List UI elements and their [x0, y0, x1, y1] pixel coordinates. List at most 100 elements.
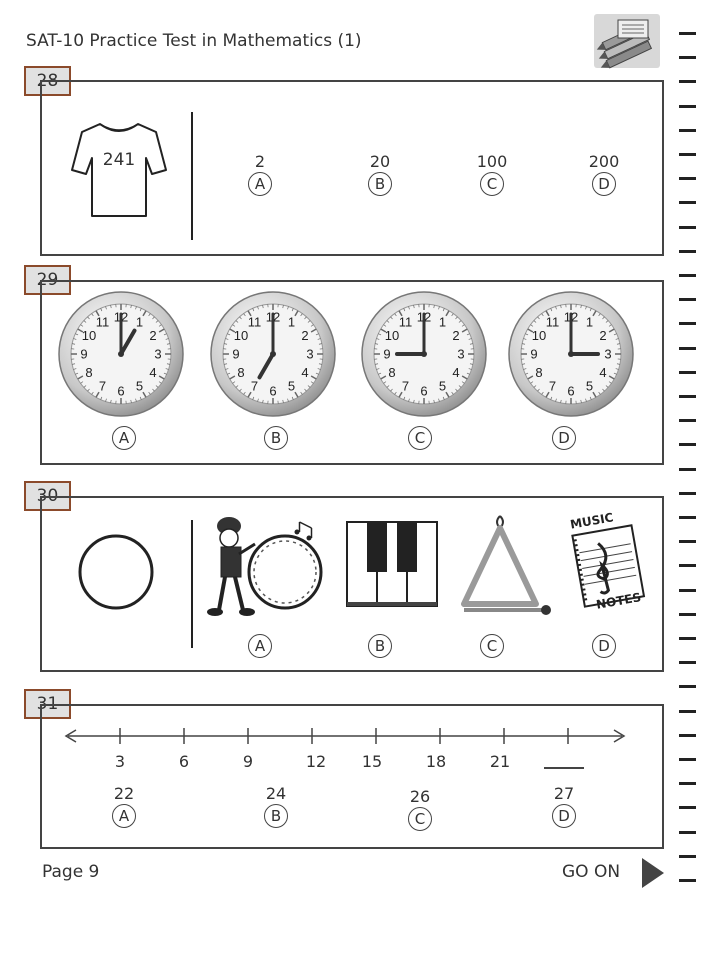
answer-bubble-a[interactable]: A [112, 426, 136, 450]
clock-tick [243, 391, 246, 395]
clock-tick [533, 320, 537, 323]
choice-28-c[interactable]: 100 C [462, 152, 522, 196]
timing-mark [679, 395, 696, 398]
choice-31-c[interactable]: 26 C [390, 787, 450, 831]
clock-tick [304, 388, 307, 392]
clock-numeral: 7 [402, 379, 409, 394]
choice-28-d[interactable]: 200 D [574, 152, 634, 196]
answer-bubble-c[interactable]: C [480, 634, 504, 658]
go-on-label: GO ON [562, 862, 621, 882]
answer-bubble-a[interactable]: A [248, 172, 272, 196]
choice-29-b[interactable]: B [246, 426, 306, 450]
clock-tick [91, 391, 94, 395]
clock-tick [158, 381, 162, 384]
answer-bubble-d[interactable]: D [552, 426, 576, 450]
timing-mark [679, 516, 696, 519]
choice-29-c[interactable]: C [390, 426, 450, 450]
clock-tick [239, 316, 242, 320]
question-28-box [40, 80, 664, 256]
clock-b: 121234567891011 [210, 291, 336, 417]
clock-tick [130, 305, 132, 309]
answer-bubble-c[interactable]: C [408, 426, 432, 450]
choice-value: 100 [476, 152, 508, 171]
clock-tick [398, 391, 403, 398]
clock-tick [135, 306, 137, 310]
clock-numeral: 2 [301, 328, 308, 343]
clock-tick [163, 333, 167, 336]
triangle-instrument-icon [461, 515, 551, 615]
clock-tick [105, 398, 107, 402]
answer-bubble-a[interactable]: A [112, 804, 136, 828]
clock-tick [110, 399, 112, 403]
clock-tick [442, 308, 445, 312]
clock-tick [398, 310, 403, 317]
clock-tick [461, 381, 465, 384]
clock-numeral: 6 [567, 384, 574, 399]
clock-tick [380, 328, 387, 333]
choice-31-d[interactable]: 27 D [534, 784, 594, 828]
answer-bubble-d[interactable]: D [592, 634, 616, 658]
clock-tick [461, 324, 465, 327]
clock-numeral: 5 [136, 379, 143, 394]
choice-30-c[interactable]: C [462, 634, 522, 658]
clock-numeral: 3 [604, 347, 611, 362]
choice-29-d[interactable]: D [534, 426, 594, 450]
clock-tick [466, 372, 470, 375]
timing-marks [679, 0, 699, 960]
choice-value: 2 [254, 152, 266, 171]
clock-tick [77, 328, 84, 333]
choice-30-a[interactable]: A [230, 634, 290, 658]
clock-tick [533, 385, 537, 388]
clock-numeral: 10 [82, 328, 96, 343]
clock-numeral: 10 [234, 328, 248, 343]
clock-tick [560, 305, 562, 309]
clock-c: 121234567891011 [361, 291, 487, 417]
answer-bubble-b[interactable]: B [264, 426, 288, 450]
clock-numeral: 5 [586, 379, 593, 394]
clock-tick [287, 306, 289, 310]
tshirt-picture: 241 [70, 118, 168, 220]
clock-tick [235, 385, 239, 388]
answer-bubble-c[interactable]: C [408, 807, 432, 831]
clock-tick [100, 308, 103, 312]
clock-tick [257, 398, 259, 402]
answer-bubble-b[interactable]: B [264, 804, 288, 828]
answer-bubble-b[interactable]: B [368, 634, 392, 658]
clock-tick [555, 398, 557, 402]
timing-mark [679, 661, 696, 664]
clock-tick [545, 391, 550, 398]
clock-tick [77, 375, 84, 380]
tshirt-icon [71, 123, 167, 217]
clock-tick [235, 320, 239, 323]
clock-tick [589, 396, 592, 400]
clock-tick [386, 385, 390, 388]
answer-bubble-b[interactable]: B [368, 172, 392, 196]
choice-31-a[interactable]: 22 A [94, 784, 154, 828]
clock-numeral: 4 [452, 365, 459, 380]
clock-tick [229, 375, 236, 380]
clock-tick [592, 391, 597, 398]
clock-tick [378, 333, 382, 336]
answer-bubble-a[interactable]: A [248, 634, 272, 658]
clock-tick [310, 381, 314, 384]
question-30-box [40, 496, 664, 672]
music-notes-notebook: MUSIC NOTES [566, 510, 650, 618]
choice-31-b[interactable]: 24 B [246, 784, 306, 828]
choice-28-a[interactable]: 2 A [230, 152, 290, 196]
answer-bubble-c[interactable]: C [480, 172, 504, 196]
answer-bubble-d[interactable]: D [552, 804, 576, 828]
choice-30-b[interactable]: B [350, 634, 410, 658]
clock-tick [142, 391, 147, 398]
clock-tick [158, 375, 165, 380]
choice-29-a[interactable]: A [94, 426, 154, 450]
choice-28-b[interactable]: 20 B [350, 152, 410, 196]
clock-numeral: 7 [251, 379, 258, 394]
divider [191, 520, 193, 648]
clock-tick [135, 398, 137, 402]
clock-numeral: 4 [149, 365, 156, 380]
answer-bubble-d[interactable]: D [592, 172, 616, 196]
timing-mark [679, 685, 696, 688]
timing-mark [679, 250, 696, 253]
choice-30-d[interactable]: D [574, 634, 634, 658]
number-line-label: 18 [425, 752, 447, 771]
